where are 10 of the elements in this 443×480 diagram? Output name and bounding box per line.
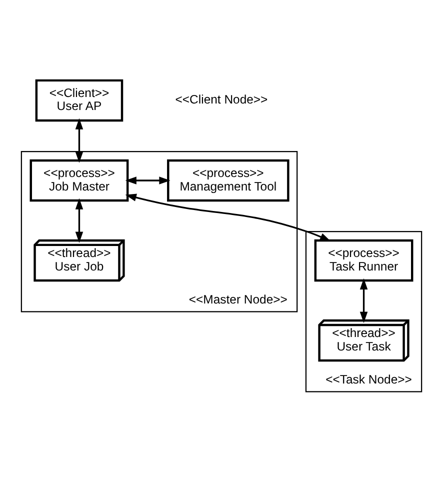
node-box: <<Client>> User AP [35,78,124,122]
node-box: <<process>> Task Runner [314,238,414,282]
label: <<Client Node>> [175,92,268,106]
node-box: <<process>> Job Master [30,158,129,202]
node-box: <<process>> Management Tool [167,158,290,202]
arrow [75,118,84,162]
arrow [125,176,170,184]
arrow [75,198,84,242]
arrow [360,278,368,322]
arrow [125,193,331,241]
